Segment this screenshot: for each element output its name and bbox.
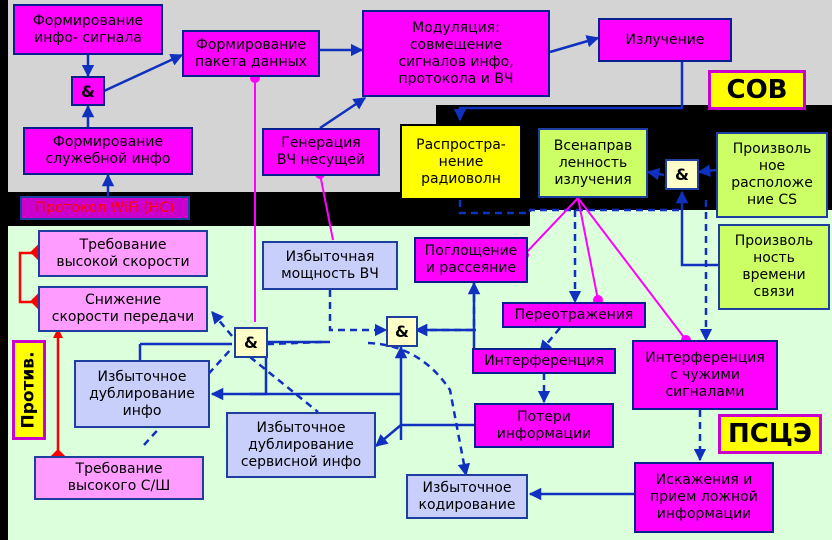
foreign-interference-node: Интерференция с чужими сигналами — [632, 340, 778, 410]
excess-power-node: Избыточная мощность ВЧ — [262, 241, 398, 290]
interference-node: Интерференция — [472, 348, 616, 374]
and-gate-right: & — [665, 159, 699, 190]
arbitrary-cs-location-node: Произволь ное расположе ние CS — [716, 132, 828, 218]
carrier-generation-node: Генерация ВЧ несущей — [262, 128, 380, 176]
high-snr-requirement-node: Требование высокого С/Ш — [34, 456, 204, 500]
redundant-service-duplication-node: Избыточное дублирование сервисной инфо — [226, 412, 376, 478]
emission-node: Излучение — [598, 18, 732, 62]
info-signal-node: Формирование инфо- сигнала — [13, 4, 163, 55]
absorption-scattering-node: Поглощение и рассеяние — [414, 237, 528, 283]
service-info-node: Формирование служебной инфо — [23, 127, 193, 175]
sov-label: СОВ — [708, 70, 806, 110]
omnidirectional-node: Всенаправ ленность излучения — [538, 128, 648, 198]
redundant-coding-node: Избыточное кодирование — [406, 474, 528, 519]
and-gate-top: & — [71, 76, 105, 106]
and-gate-left: & — [234, 327, 268, 358]
arbitrary-time-node: Произволь ность времени связи — [718, 224, 830, 310]
protocol-label: Протокол WiFi (HC) — [20, 196, 190, 220]
and-gate-middle: & — [386, 316, 418, 347]
modulation-node: Модуляция: совмещение сигналов инфо, про… — [362, 10, 550, 97]
packet-node: Формирование пакета данных — [182, 30, 320, 77]
information-loss-node: Потери информации — [474, 403, 614, 448]
rate-reduction-node: Снижение скорости передачи — [38, 286, 208, 332]
redundant-info-duplication-node: Избыточное дублирование инфо — [74, 360, 210, 428]
psce-label: ПСЦЭ — [718, 414, 822, 454]
distortion-false-info-node: Искажения и прием ложной информации — [634, 462, 774, 533]
re-reflections-node: Переотражения — [502, 302, 646, 328]
high-speed-requirement-node: Требование высокой скорости — [38, 230, 208, 277]
contra-label-text: Против. — [19, 351, 39, 429]
propagation-node: Распростра- нение радиоволн — [400, 124, 522, 200]
contra-label: Против. — [12, 340, 46, 440]
